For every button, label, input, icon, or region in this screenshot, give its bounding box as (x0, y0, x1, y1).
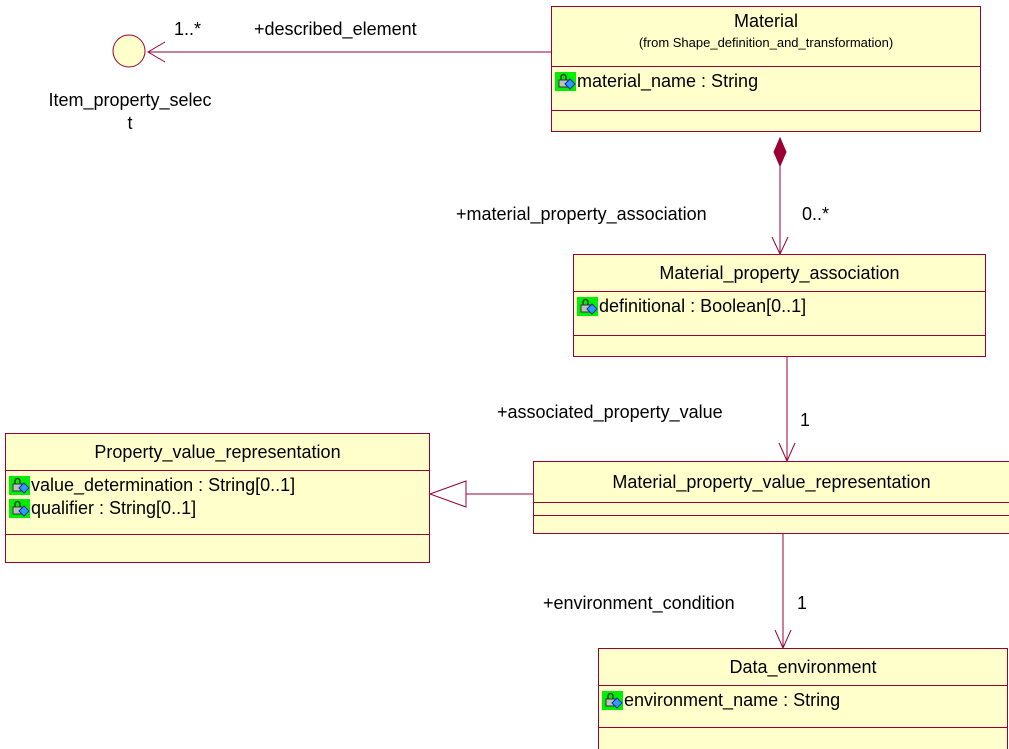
class-property-value-representation[interactable]: Property_value_representation value_dete… (5, 433, 430, 563)
class-data-environment-header: Data_environment (599, 649, 1007, 686)
attribute-text: qualifier : String[0..1] (31, 498, 197, 518)
attribute-row[interactable]: environment_name : String (599, 689, 1007, 712)
composition-diamond-icon (773, 136, 787, 168)
attribute-row[interactable]: material_name : String (552, 70, 980, 93)
interface-circle-icon (112, 34, 146, 68)
class-material[interactable]: Material (from Shape_definition_and_tran… (551, 6, 981, 132)
class-material-property-association-name: Material_property_association (659, 263, 900, 283)
attribute-row[interactable]: definitional : Boolean[0..1] (574, 295, 985, 318)
interface-label-line1: Item_property_selec (48, 90, 212, 110)
environment-condition-role: +environment_condition (543, 593, 735, 613)
attribute-text: value_determination : String[0..1] (31, 475, 296, 495)
class-material-property-association[interactable]: Material_property_association definition… (573, 254, 986, 357)
class-data-environment-attributes: environment_name : String (599, 686, 1007, 728)
associated-property-value-role: +associated_property_value (497, 402, 723, 422)
material-property-association-multiplicity: 0..* (802, 204, 830, 224)
described-element-multiplicity: 1..* (174, 19, 202, 39)
class-property-value-representation-name: Property_value_representation (94, 442, 341, 462)
class-material-property-value-representation-attributes (534, 503, 1009, 516)
attribute-text: environment_name : String (624, 690, 841, 710)
class-material-property-value-representation-header: Material_property_value_representation (534, 462, 1009, 503)
class-material-property-association-attributes: definitional : Boolean[0..1] (574, 292, 985, 336)
attribute-text: definitional : Boolean[0..1] (599, 296, 807, 316)
locked-attribute-icon (602, 691, 623, 710)
described-element-arrowhead (147, 41, 166, 63)
class-data-environment[interactable]: Data_environment environment_name : Stri… (598, 648, 1008, 749)
class-material-attributes: material_name : String (552, 67, 980, 111)
class-property-value-representation-attributes: value_determination : String[0..1] quali… (6, 471, 429, 535)
locked-attribute-icon (577, 297, 598, 316)
interface-label[interactable]: Item_property_selec t (40, 89, 220, 135)
interface-label-line2: t (127, 113, 133, 133)
class-data-environment-name: Data_environment (729, 657, 877, 677)
locked-attribute-icon (555, 72, 576, 91)
environment-condition-multiplicity: 1 (797, 593, 808, 613)
class-material-property-association-header: Material_property_association (574, 255, 985, 292)
associated-property-value-multiplicity: 1 (800, 410, 811, 430)
locked-attribute-icon (9, 499, 30, 518)
material-property-association-role: +material_property_association (456, 204, 707, 224)
class-material-header: Material (from Shape_definition_and_tran… (552, 7, 980, 67)
class-material-property-value-representation[interactable]: Material_property_value_representation (533, 461, 1009, 534)
attribute-row[interactable]: value_determination : String[0..1] (6, 474, 429, 497)
class-material-from: (from Shape_definition_and_transformatio… (638, 35, 894, 50)
locked-attribute-icon (9, 476, 30, 495)
described-element-role: +described_element (254, 19, 417, 39)
class-property-value-representation-header: Property_value_representation (6, 434, 429, 471)
attribute-row[interactable]: qualifier : String[0..1] (6, 497, 429, 520)
generalization-triangle-icon (428, 480, 467, 508)
class-material-name: Material (733, 11, 799, 31)
attribute-text: material_name : String (577, 71, 759, 91)
class-material-property-value-representation-name: Material_property_value_representation (612, 472, 931, 492)
